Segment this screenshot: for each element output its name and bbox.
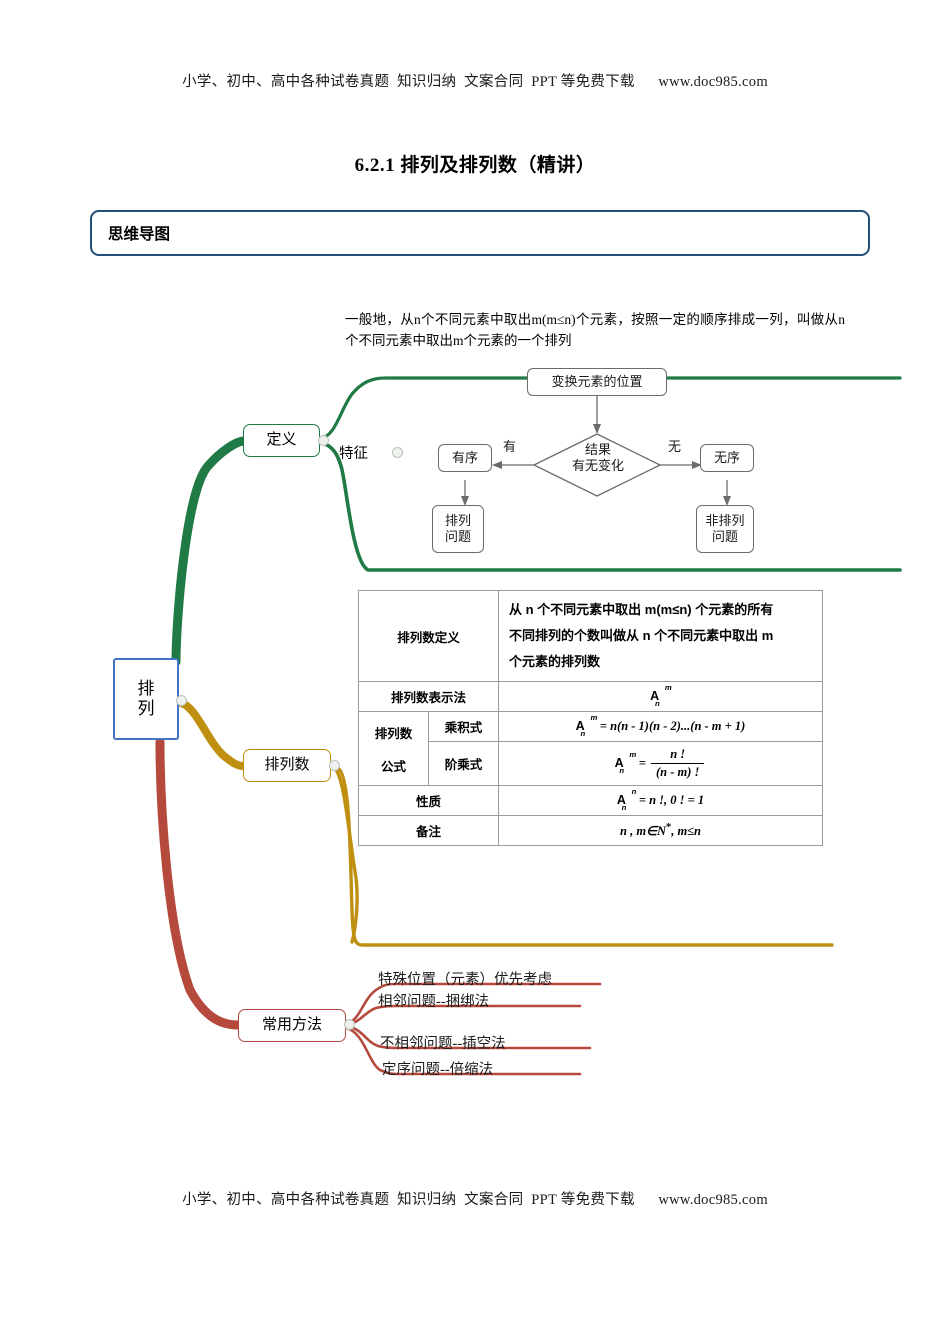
table-cell-value: 从 n 个不同元素中取出 m(m≤n) 个元素的所有 不同排列的个数叫做从 n … bbox=[498, 590, 823, 682]
table-cell-label: 排列数定义 bbox=[358, 590, 499, 682]
method-item: 特殊位置（元素）优先考虑 bbox=[378, 972, 552, 988]
edge-label-no: 无 bbox=[668, 439, 682, 454]
mindmap-node-common-methods[interactable]: 常用方法 bbox=[238, 1009, 346, 1042]
page-title: 6.2.1 排列及排列数（精讲） bbox=[354, 155, 596, 176]
table-cell-label: 备注 bbox=[358, 815, 499, 846]
flowchart-ordered-box: 有序 bbox=[438, 444, 492, 472]
table-cell-value: Anm = n ! (n - m) ! bbox=[498, 741, 823, 786]
edge-label-yes: 有 bbox=[503, 439, 517, 454]
method-item: 相邻问题--捆绑法 bbox=[378, 994, 490, 1010]
flowchart-start-box: 变换元素的位置 bbox=[527, 368, 667, 396]
section-header-label: 思维导图 bbox=[108, 226, 171, 243]
method-item: 定序问题--倍缩法 bbox=[382, 1062, 494, 1078]
mindmap-root-node[interactable]: 排 列 bbox=[113, 658, 179, 740]
page-header: 小学、初中、高中各种试卷真题 知识归纳 文案合同 PPT 等免费下载 www.d… bbox=[182, 74, 768, 90]
formula-property: Ann bbox=[616, 787, 637, 813]
permutation-number-table: 排列数定义 从 n 个不同元素中取出 m(m≤n) 个元素的所有 不同排列的个数… bbox=[358, 590, 823, 846]
table-cell-value: Ann = n !, 0 ! = 1 bbox=[498, 785, 823, 816]
flowchart-decision-label: 结果 有无变化 bbox=[548, 442, 648, 473]
mindmap-node-permutation-number[interactable]: 排列数 bbox=[243, 749, 331, 782]
table-cell-group-label: 排列数 公式 bbox=[358, 711, 429, 786]
table-cell-label: 排列数表示法 bbox=[358, 681, 499, 712]
table-row: 排列数定义 从 n 个不同元素中取出 m(m≤n) 个元素的所有 不同排列的个数… bbox=[358, 590, 823, 682]
permutation-problem-line-1: 排列 bbox=[444, 513, 471, 529]
table-cell-label: 乘积式 bbox=[428, 711, 499, 742]
table-row: 排列数 公式 乘积式 Anm = n(n - 1)(n - 2)...(n - … bbox=[358, 711, 823, 786]
collapse-dot-permutation-number[interactable] bbox=[329, 760, 340, 771]
definition-text: 一般地，从n个不同元素中取出m(m≤n)个元素，按照一定的顺序排成一列，叫做从n… bbox=[345, 312, 845, 348]
mindmap-connectors bbox=[155, 376, 902, 1076]
formula-product-form: Anm bbox=[575, 713, 598, 739]
group-label-line-1: 排列数 bbox=[374, 726, 413, 741]
method-item: 不相邻问题--插空法 bbox=[380, 1036, 506, 1052]
collapse-dot-definition[interactable] bbox=[318, 435, 329, 446]
decision-line-2: 有无变化 bbox=[571, 457, 624, 473]
table-cell-value: Anm bbox=[498, 681, 823, 712]
table-row: 性质 Ann = n !, 0 ! = 1 bbox=[358, 785, 823, 816]
table-cell-value: n , m∈N*, m≤n bbox=[498, 815, 823, 846]
collapse-dot-common-methods[interactable] bbox=[344, 1019, 355, 1030]
root-line-1: 排 bbox=[137, 679, 155, 699]
def-line-3: 个元素的排列数 bbox=[509, 654, 601, 669]
flowchart-unordered-box: 无序 bbox=[700, 444, 754, 472]
page-footer: 小学、初中、高中各种试卷真题 知识归纳 文案合同 PPT 等免费下载 www.d… bbox=[182, 1192, 768, 1208]
def-line-2: 不同排列的个数叫做从 n 个不同元素中取出 m bbox=[509, 628, 774, 643]
flowchart: 变换元素的位置 结果 有无变化 有 无 有序 无序 排列 问题 非排列 问题 bbox=[400, 368, 800, 563]
table-row: 排列数表示法 Anm bbox=[358, 681, 823, 712]
mindmap: 一般地，从n个不同元素中取出m(m≤n)个元素，按照一定的顺序排成一列，叫做从n… bbox=[0, 290, 950, 1120]
flowchart-non-permutation-problem-box: 非排列 问题 bbox=[696, 505, 754, 553]
def-line-1: 从 n 个不同元素中取出 m(m≤n) 个元素的所有 bbox=[509, 602, 774, 617]
formula-remark: n , m∈N*, m≤n bbox=[620, 821, 701, 839]
root-line-2: 列 bbox=[137, 699, 155, 718]
table-cell-label: 阶乘式 bbox=[428, 741, 499, 786]
formula-a-n-m: Anm bbox=[650, 683, 672, 709]
collapse-dot-feature[interactable] bbox=[392, 447, 403, 458]
table-row: 阶乘式 Anm = n ! (n - m) ! bbox=[359, 741, 823, 786]
collapse-dot-root[interactable] bbox=[176, 695, 187, 706]
group-label-line-2: 公式 bbox=[380, 759, 406, 774]
section-header-box: 思维导图 bbox=[90, 210, 870, 256]
formula-factorial-form: Anm bbox=[614, 750, 637, 775]
non-permutation-problem-line-2: 问题 bbox=[711, 529, 738, 544]
table-cell-value: Anm = n(n - 1)(n - 2)...(n - m + 1) bbox=[498, 711, 823, 742]
factorial-fraction: n ! (n - m) ! bbox=[651, 747, 705, 780]
table-row: 备注 n , m∈N*, m≤n bbox=[358, 815, 823, 846]
root-node-text: 排 列 bbox=[138, 679, 155, 718]
table-cell-label: 性质 bbox=[358, 785, 499, 816]
non-permutation-problem-line-1: 非排列 bbox=[705, 513, 745, 529]
mindmap-node-definition[interactable]: 定义 bbox=[243, 424, 320, 457]
decision-line-1: 结果 bbox=[584, 442, 611, 457]
flowchart-permutation-problem-box: 排列 问题 bbox=[432, 505, 484, 553]
mindmap-label-feature: 特征 bbox=[339, 446, 368, 462]
permutation-problem-line-2: 问题 bbox=[444, 529, 471, 544]
